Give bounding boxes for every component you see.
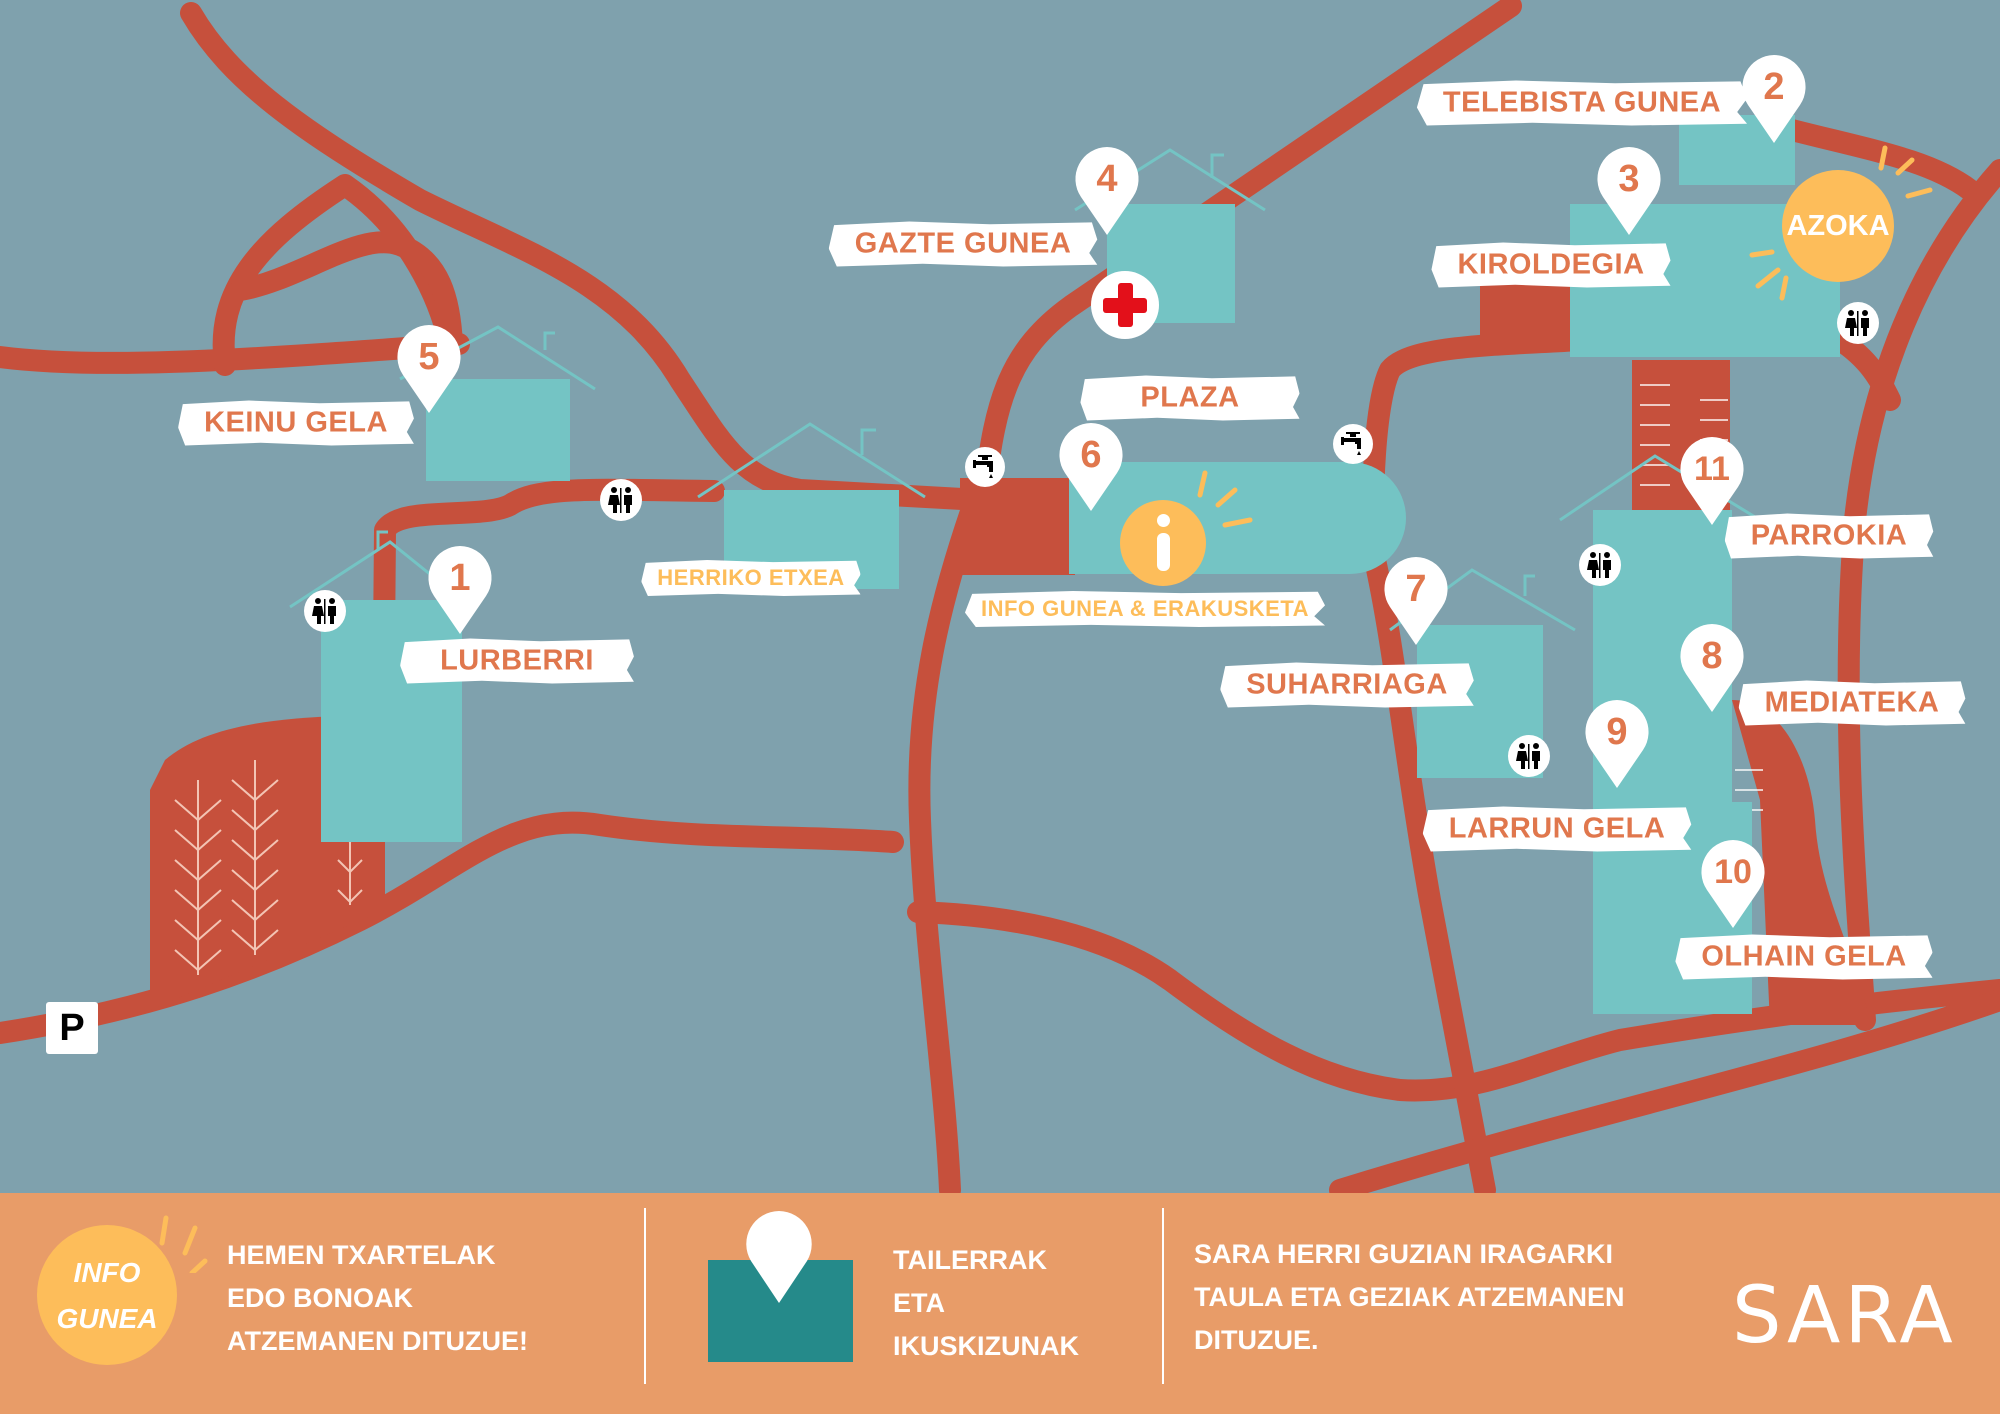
building-keinu-gela [426, 379, 570, 481]
map-pin-icon [1680, 437, 1744, 525]
location-pin-9[interactable]: 9 [1585, 700, 1649, 788]
pin-number: 3 [1618, 158, 1640, 200]
road [1364, 549, 1496, 1193]
location-pin-4[interactable]: 4 [1075, 147, 1139, 235]
pin-number: 10 [1714, 853, 1752, 891]
sara-logo: SARA [1732, 1271, 1957, 1361]
location-pin-6[interactable]: 6 [1059, 423, 1123, 511]
road [0, 333, 470, 374]
road [229, 231, 463, 356]
label-keinu-gela: KEINU GELA [178, 400, 414, 446]
pin-number: 11 [1694, 450, 1730, 488]
road-plaza-block [960, 478, 1075, 575]
location-pin-7[interactable]: 7 [1384, 557, 1448, 645]
map-pin-icon [1597, 147, 1661, 235]
pin-number: 5 [418, 336, 440, 378]
divider [644, 1208, 646, 1384]
azoka-sparkle-lines [1749, 145, 1933, 301]
label-parrokia: PARROKIA [1724, 513, 1934, 559]
label-larrun-gela: LARRUN GELA [1422, 806, 1692, 852]
house-roofs [289, 148, 1761, 632]
info-gunea-badge: INFO GUNEA [37, 1225, 177, 1365]
location-pin-8[interactable]: 8 [1680, 624, 1744, 712]
pin-number: 9 [1606, 711, 1628, 753]
label-lurberri: LURBERRI [400, 638, 634, 684]
azoka-label: AZOKA [1786, 209, 1890, 242]
divider [1162, 1208, 1164, 1384]
location-pin-10[interactable]: 10 [1701, 840, 1765, 928]
map-pin-legend-icon [746, 1211, 812, 1303]
water-tap-icon [1333, 424, 1373, 464]
toilet-icon [1508, 735, 1550, 777]
pin-number: 8 [1701, 635, 1723, 677]
info-icon[interactable] [1120, 500, 1206, 586]
location-pin-5[interactable]: 5 [397, 325, 461, 413]
first-aid-icon [1091, 271, 1159, 339]
parking-icon: P [46, 1002, 98, 1054]
pin-number: 1 [449, 557, 471, 599]
label-gazte-gunea: GAZTE GUNEA [828, 221, 1098, 267]
info-badge-line: GUNEA [56, 1303, 158, 1334]
map-pin-icon [1585, 700, 1649, 788]
toilet-icon [304, 590, 346, 632]
map-pin-icon [1680, 624, 1744, 712]
location-pin-11[interactable]: 11 [1680, 437, 1744, 525]
pin-number: 7 [1405, 568, 1427, 610]
info-badge-sparkle-lines [159, 1215, 208, 1273]
map-pin-icon [1384, 557, 1448, 645]
map-pin-icon [1701, 840, 1765, 928]
map-pin-icon [428, 546, 492, 634]
location-pin-3[interactable]: 3 [1597, 147, 1661, 235]
label-suharriaga: SUHARRIAGA [1220, 662, 1474, 708]
azoka-badge[interactable]: AZOKA [1782, 170, 1894, 282]
map-pin-icon [1075, 147, 1139, 235]
map-pin-icon [397, 325, 461, 413]
label-herriko-etxea: HERRIKO ETXEA [641, 560, 861, 596]
location-pin-2[interactable]: 2 [1742, 55, 1806, 143]
pin-number: 6 [1080, 434, 1102, 476]
water-tap-icon [965, 447, 1005, 487]
building-lurberri [321, 600, 462, 842]
location-pin-1[interactable]: 1 [428, 546, 492, 634]
road [1781, 119, 1981, 201]
info-sparkle-lines [1197, 470, 1253, 528]
label-info-gunea-erakusketa: INFO GUNEA & ERAKUSKETA [964, 591, 1326, 627]
label-mediateka: MEDIATEKA [1738, 680, 1966, 726]
label-kiroldegia: KIROLDEGIA [1431, 242, 1671, 288]
road [1829, 329, 1901, 411]
label-olhain-gela: OLHAIN GELA [1675, 934, 1933, 980]
label-telebista-gunea: TELEBISTA GUNEA [1416, 80, 1748, 126]
road [180, 2, 991, 511]
toilet-icon [1837, 302, 1879, 344]
road [0, 811, 904, 1044]
toilet-icon [600, 479, 642, 521]
road [1329, 989, 2000, 1193]
parking-lot [1480, 280, 1870, 1025]
map-pin-icon [1742, 55, 1806, 143]
pin-number: 2 [1763, 66, 1785, 108]
parking-label: P [59, 1007, 85, 1049]
label-plaza: PLAZA [1080, 375, 1300, 421]
pin-number: 4 [1096, 158, 1118, 200]
info-badge-line: INFO [73, 1257, 141, 1288]
toilet-icon [1579, 544, 1621, 586]
road [908, 489, 986, 1193]
map-pin-icon [1059, 423, 1123, 511]
